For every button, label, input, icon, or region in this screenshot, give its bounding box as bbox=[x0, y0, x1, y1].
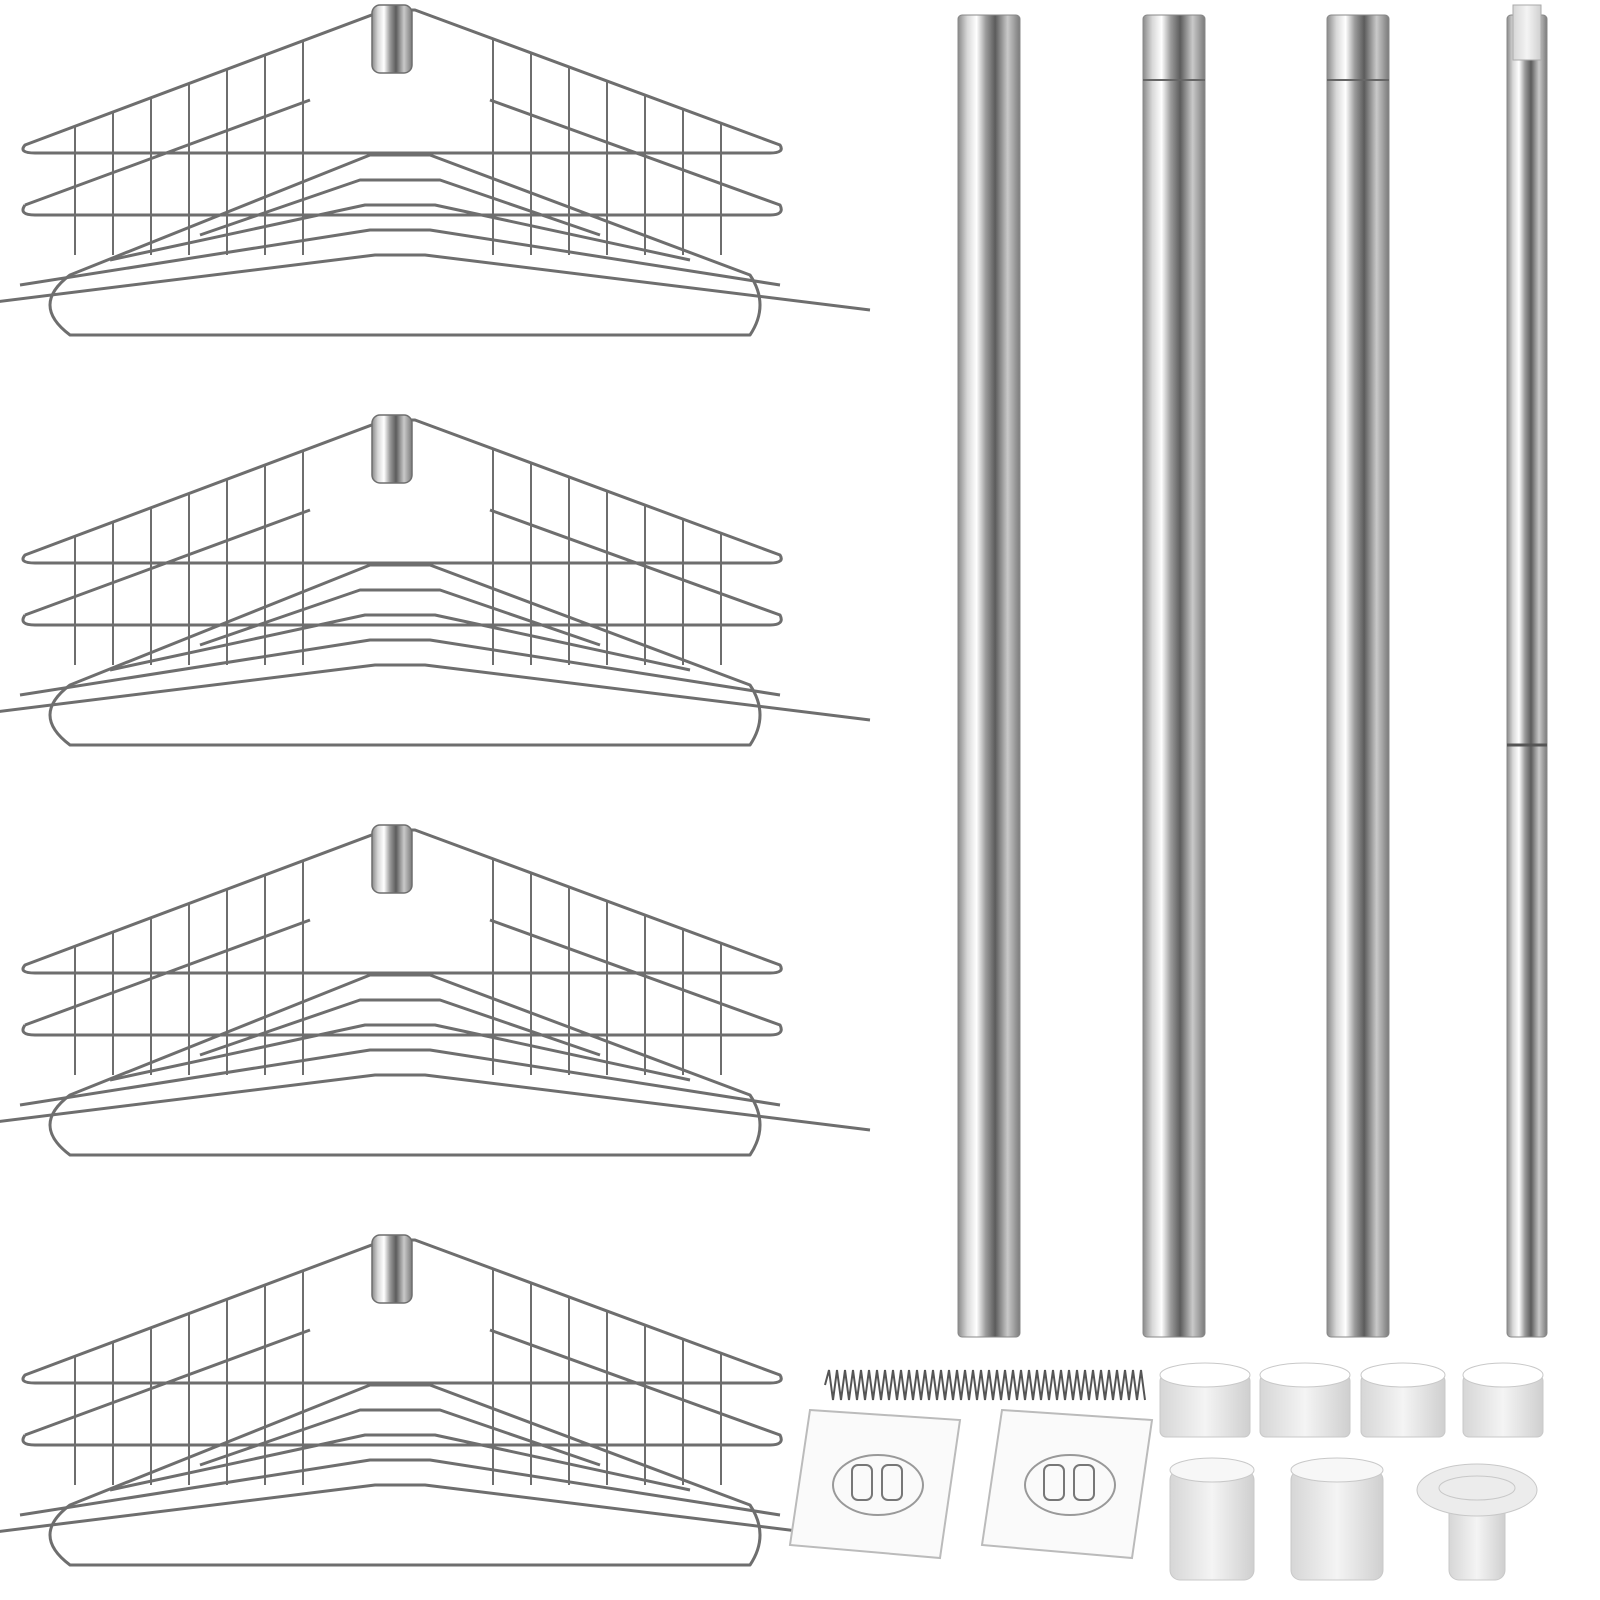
corner-basket bbox=[0, 1234, 871, 1567]
pole bbox=[957, 14, 1021, 1338]
poles bbox=[957, 4, 1548, 1338]
end-cap bbox=[1416, 1463, 1538, 1581]
accessories bbox=[788, 1362, 1544, 1581]
adhesive-hook-pad bbox=[788, 1408, 962, 1560]
plastic-ring bbox=[1159, 1362, 1251, 1438]
spring bbox=[824, 1369, 1146, 1401]
plastic-ring bbox=[1259, 1362, 1351, 1438]
pole bbox=[1506, 4, 1548, 1338]
corner-basket bbox=[0, 414, 871, 747]
pole-collar bbox=[371, 1234, 413, 1304]
corner-basket bbox=[0, 4, 871, 337]
corner-basket bbox=[0, 824, 871, 1157]
pole-collar bbox=[371, 4, 413, 74]
corner-baskets bbox=[0, 4, 871, 1567]
pole bbox=[1326, 14, 1390, 1338]
end-cap bbox=[1290, 1457, 1384, 1581]
plastic-ring bbox=[1462, 1362, 1544, 1438]
pole-collar bbox=[371, 824, 413, 894]
adhesive-hook-pad bbox=[980, 1408, 1154, 1560]
pole-collar bbox=[371, 414, 413, 484]
end-cap bbox=[1169, 1457, 1255, 1581]
pole bbox=[1142, 14, 1206, 1338]
plastic-ring bbox=[1360, 1362, 1446, 1438]
